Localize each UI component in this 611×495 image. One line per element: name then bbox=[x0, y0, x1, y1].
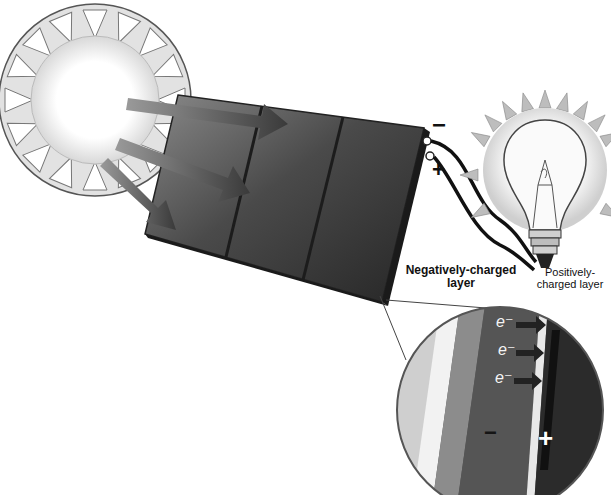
negative-layer bbox=[455, 305, 540, 495]
electron-symbol: e⁻ bbox=[495, 369, 519, 387]
electron-arrow bbox=[516, 344, 544, 362]
bulb-ray bbox=[517, 91, 533, 111]
electron-symbol: e⁻ bbox=[498, 341, 522, 359]
bulb-ray bbox=[557, 91, 573, 111]
electron-arrows bbox=[514, 316, 546, 390]
panel-divider bbox=[303, 117, 343, 280]
positive-layer bbox=[533, 305, 610, 495]
sun-spike bbox=[83, 10, 107, 38]
terminal bbox=[423, 137, 431, 145]
inset-background bbox=[395, 305, 610, 495]
bulb-base bbox=[531, 238, 559, 246]
light-arrows bbox=[100, 98, 288, 230]
bulb-base bbox=[529, 230, 561, 238]
layer-label: Negatively-charged layer bbox=[396, 264, 526, 290]
charge-sign: − bbox=[484, 421, 508, 445]
bulb-ray bbox=[600, 127, 611, 146]
panel-edge bbox=[382, 128, 430, 306]
terminal-sign: + bbox=[432, 158, 456, 182]
inset-view bbox=[395, 305, 610, 495]
electron-arrow bbox=[514, 372, 542, 390]
bulb-ray bbox=[481, 111, 502, 132]
sun-spike bbox=[5, 88, 33, 112]
inset-border bbox=[397, 307, 603, 495]
bulb-glow bbox=[483, 108, 607, 232]
leader-line bbox=[386, 300, 486, 308]
panel-edge bbox=[145, 234, 388, 306]
layer-label: Positively-charged layer bbox=[532, 266, 608, 290]
light-arrow bbox=[100, 158, 176, 230]
bulb-ray bbox=[600, 203, 611, 222]
light-arrow bbox=[126, 98, 288, 140]
charge-sign: + bbox=[538, 424, 564, 453]
bulb-ray bbox=[539, 90, 551, 108]
bulb-ray bbox=[468, 203, 490, 222]
bulb-ray bbox=[468, 127, 490, 146]
bulb-ray bbox=[588, 111, 609, 132]
bulb-ray bbox=[460, 169, 478, 181]
bulb-base bbox=[533, 246, 557, 254]
electron-arrow bbox=[516, 316, 546, 334]
electron-symbol: e⁻ bbox=[496, 313, 520, 331]
leader-line bbox=[380, 296, 406, 360]
bulb-tip bbox=[536, 254, 554, 268]
bulb-glass bbox=[504, 120, 586, 230]
terminal-sign: − bbox=[432, 112, 456, 138]
solar-panel bbox=[145, 95, 424, 302]
bulb-filament bbox=[533, 160, 557, 228]
